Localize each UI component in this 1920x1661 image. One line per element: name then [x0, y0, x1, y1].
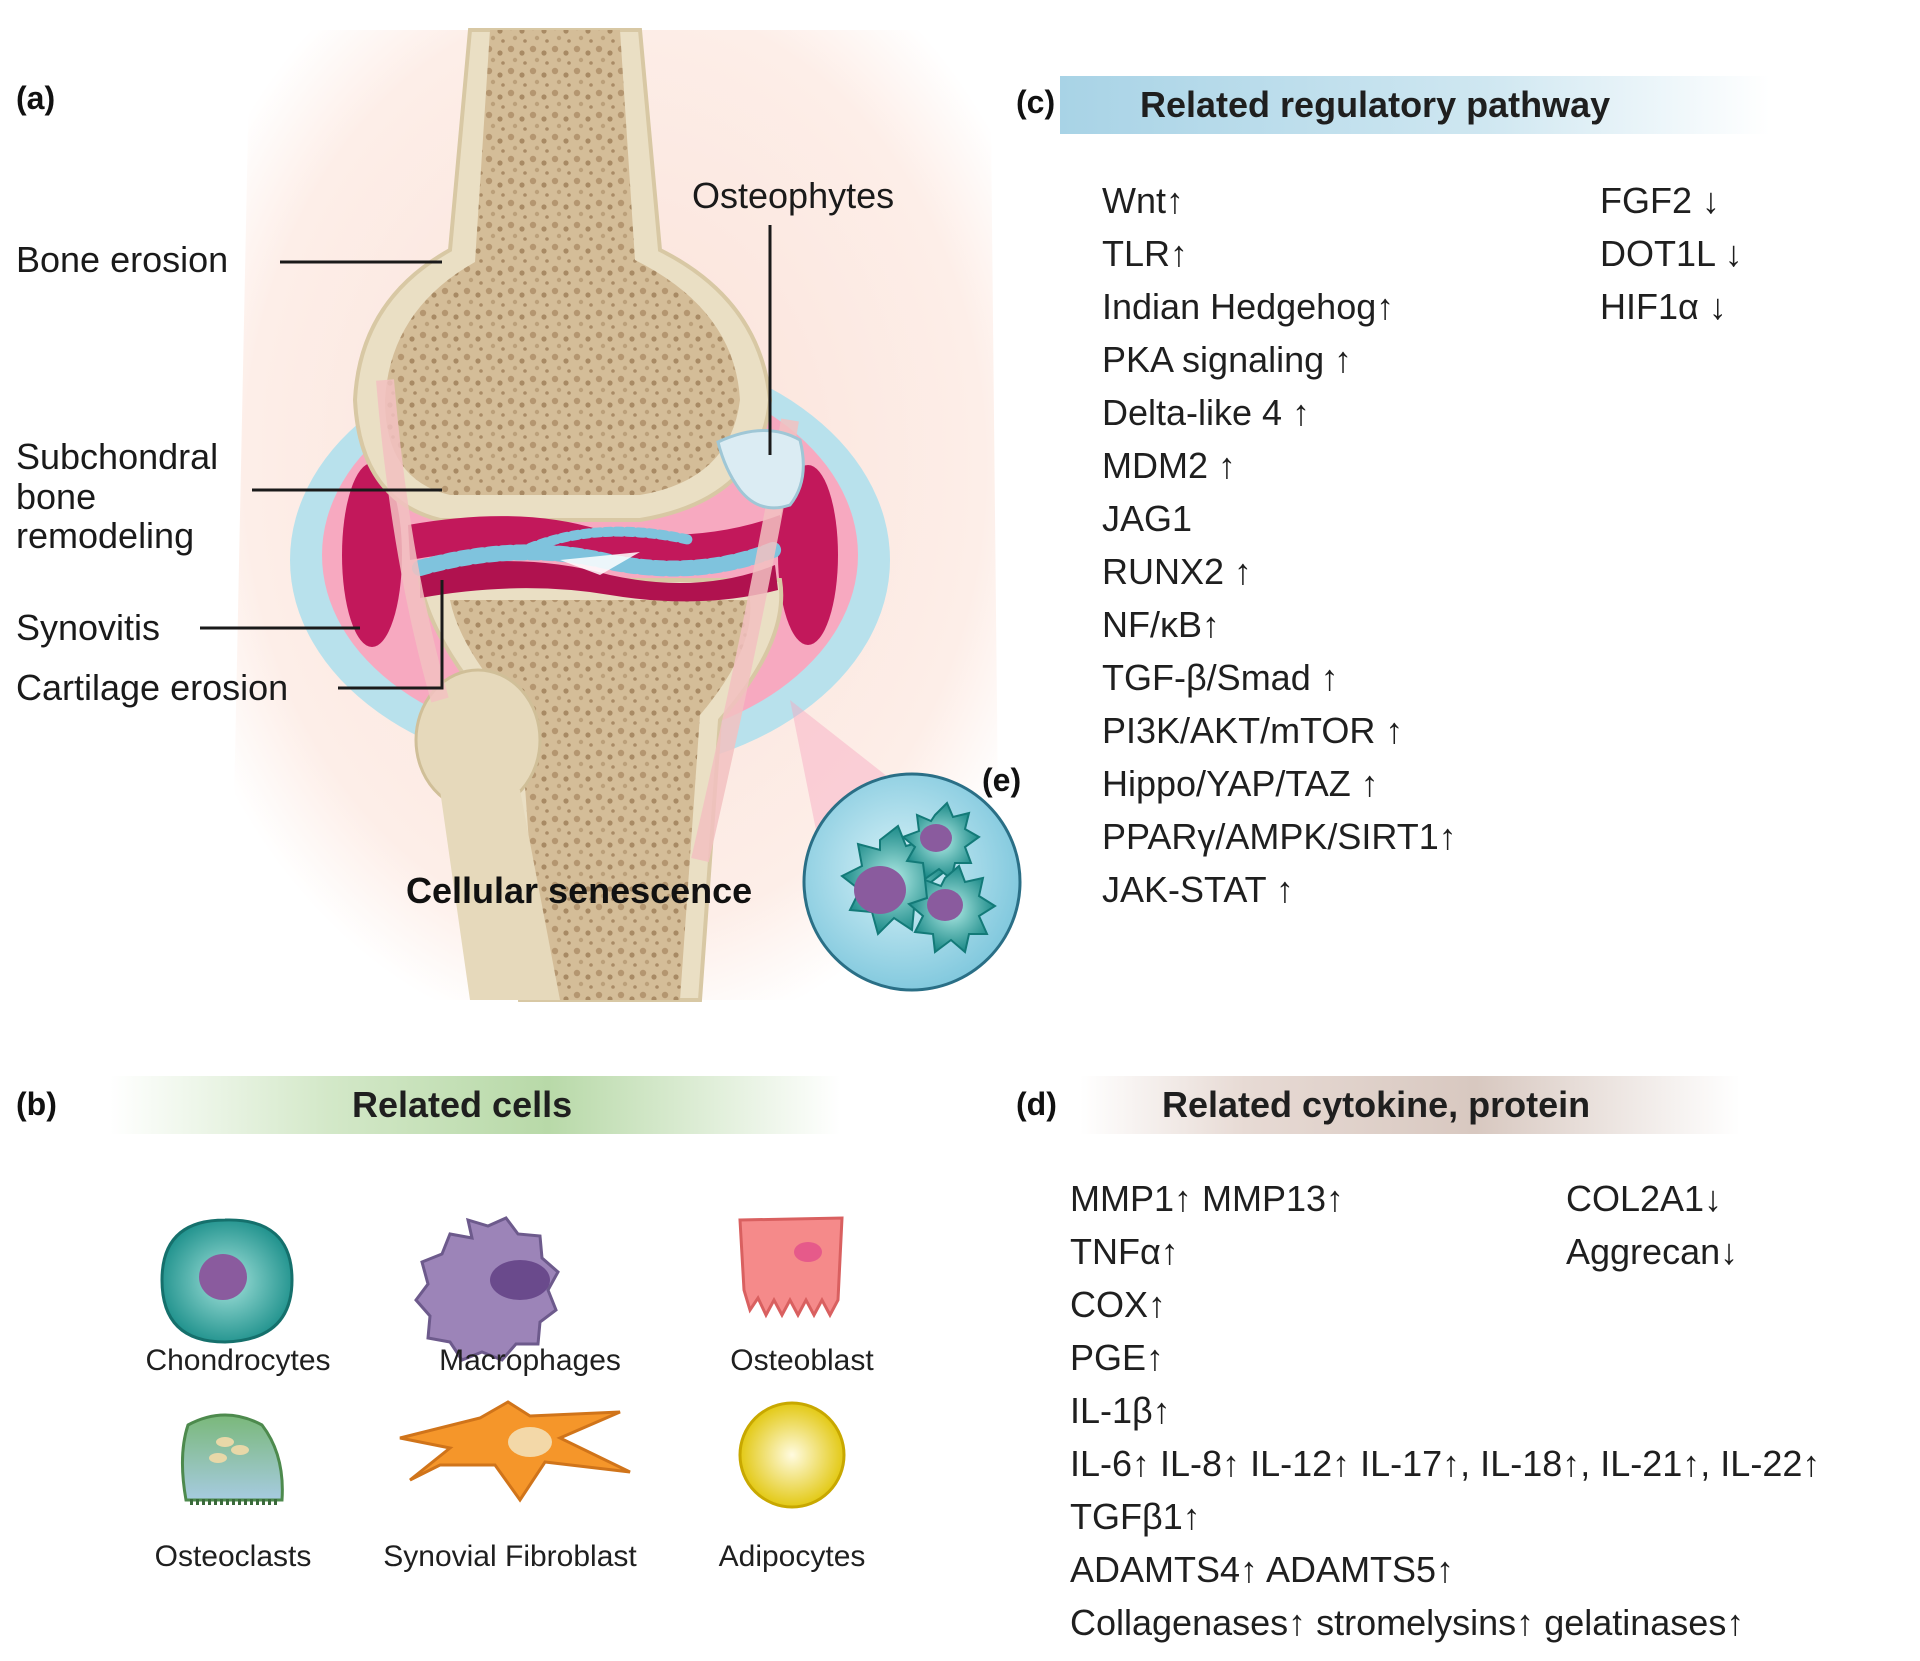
cytokine-item: Collagenases↑ stromelysins↑ gelatinases↑ — [1070, 1602, 1745, 1643]
subchondral-label-2: bone — [16, 476, 97, 517]
panel-b-letter: (b) — [16, 1086, 57, 1122]
adipocyte-icon — [738, 1401, 846, 1509]
pathway-item: Wnt↑ — [1102, 180, 1185, 221]
cytokine-item: IL-1β↑ — [1070, 1390, 1171, 1431]
cells-title: Related cells — [352, 1084, 573, 1125]
panel-c-letter: (c) — [1016, 84, 1056, 120]
bone-erosion-label: Bone erosion — [16, 239, 229, 280]
synovial-fibroblast-icon — [399, 1400, 631, 1503]
cartilage-lower — [420, 561, 778, 602]
knee-joint-illustration — [200, 28, 1022, 1002]
cytokine-item: TNFα↑ — [1070, 1231, 1179, 1272]
cartilage-erosion-label: Cartilage erosion — [16, 667, 289, 708]
synovitis-right — [778, 465, 838, 645]
cytokine-header-bar — [1080, 1076, 1740, 1134]
ligament-left — [376, 379, 449, 703]
pathway-item: JAG1 — [1102, 498, 1193, 539]
pathway-item: Hippo/YAP/TAZ ↑ — [1102, 763, 1379, 804]
pathway-item: Delta-like 4 ↑ — [1102, 392, 1311, 433]
macrophage-icon — [414, 1216, 560, 1362]
panel-e-letter: (e) — [982, 762, 1022, 798]
pathway-item-down: HIF1α ↓ — [1600, 286, 1727, 327]
cell-label-synovial-fibroblast: Synovial Fibroblast — [383, 1540, 637, 1573]
osteophytes-label: Osteophytes — [692, 175, 895, 216]
synovitis-left — [342, 463, 402, 647]
cytokine-item: MMP1↑ MMP13↑ — [1070, 1178, 1345, 1219]
pathway-item: PI3K/AKT/mTOR ↑ — [1102, 710, 1404, 751]
cytokine-item: COX↑ — [1070, 1284, 1167, 1325]
senescence-bubble — [802, 772, 1022, 992]
pathway-title: Related regulatory pathway — [1140, 84, 1611, 125]
pathway-header-bar — [1060, 76, 1770, 134]
pathway-item: MDM2 ↑ — [1102, 445, 1236, 486]
pathway-item: NF/κB↑ — [1102, 604, 1221, 645]
cytokine-item-down: COL2A1↓ — [1566, 1178, 1723, 1219]
pathway-item: PKA signaling ↑ — [1102, 339, 1353, 380]
pathway-item: PPARγ/AMPK/SIRT1↑ — [1102, 816, 1457, 857]
chondrocyte-icon — [160, 1218, 294, 1344]
cell-label-macrophages: Macrophages — [439, 1344, 621, 1377]
pathway-item: JAK-STAT ↑ — [1102, 869, 1295, 910]
cell-label-adipocytes: Adipocytes — [718, 1540, 866, 1573]
pathway-item: TGF-β/Smad ↑ — [1102, 657, 1339, 698]
panel-a-letter: (a) — [16, 80, 56, 116]
cellular-senescence-label: Cellular senescence — [406, 870, 753, 911]
cartilage-upper — [408, 515, 785, 563]
cell-label-osteoblast: Osteoblast — [730, 1344, 874, 1377]
osteoclast-icon — [180, 1413, 284, 1505]
pathway-item: RUNX2 ↑ — [1102, 551, 1253, 592]
cytokine-item: TGFβ1↑ — [1070, 1496, 1201, 1537]
osteoblast-icon — [738, 1216, 844, 1319]
subchondral-label-3: remodeling — [16, 515, 195, 556]
panel-d-letter: (d) — [1016, 1086, 1057, 1122]
cytokine-item: PGE↑ — [1070, 1337, 1165, 1378]
cells-header-bar — [110, 1076, 840, 1134]
cytokine-item: IL-6↑ IL-8↑ IL-12↑ IL-17↑, IL-18↑, IL-21… — [1070, 1443, 1821, 1484]
cell-icons — [160, 1216, 846, 1509]
pathway-item-down: DOT1L ↓ — [1600, 233, 1743, 274]
cytokine-item: ADAMTS4↑ ADAMTS5↑ — [1070, 1549, 1455, 1590]
pathway-item: Indian Hedgehog↑ — [1102, 286, 1395, 327]
synovitis-label: Synovitis — [16, 607, 161, 648]
cell-label-osteoclasts: Osteoclasts — [154, 1540, 312, 1573]
cytokine-item-down: Aggrecan↓ — [1566, 1231, 1739, 1272]
cell-label-chondrocytes: Chondrocytes — [145, 1344, 331, 1377]
pathway-item: TLR↑ — [1102, 233, 1189, 274]
subchondral-label-1: Subchondral — [16, 436, 219, 477]
pathway-item-down: FGF2 ↓ — [1600, 180, 1721, 221]
cytokine-title: Related cytokine, protein — [1162, 1084, 1591, 1125]
